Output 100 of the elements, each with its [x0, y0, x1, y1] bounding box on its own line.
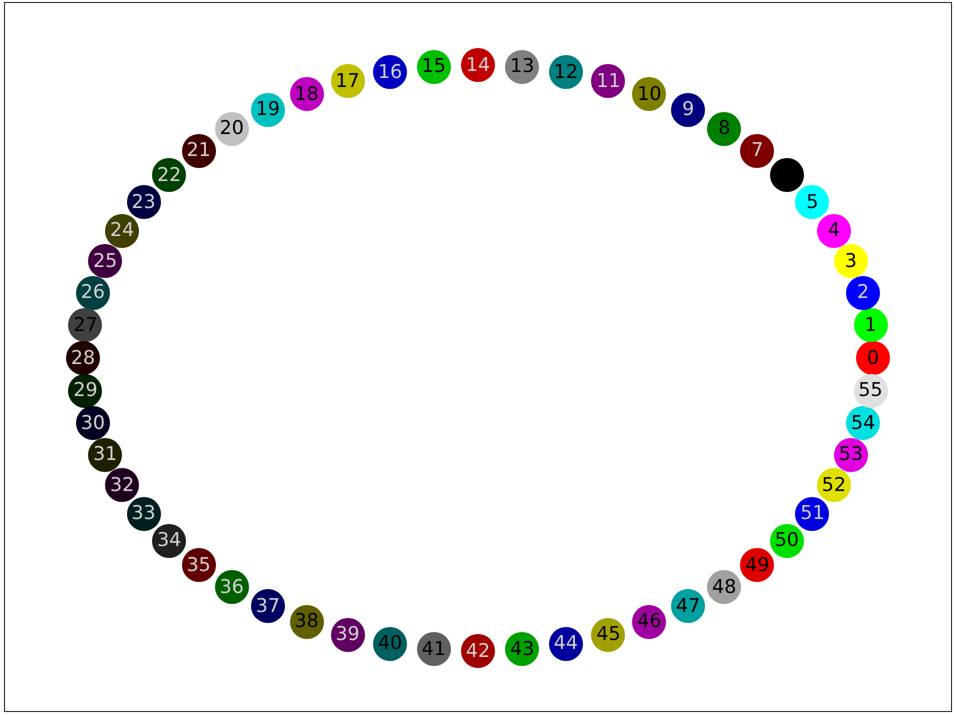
node-number: 50	[774, 531, 799, 550]
node-circle	[105, 468, 140, 502]
node-number: 43	[510, 640, 534, 659]
node-circle	[152, 524, 186, 558]
node-circle	[816, 214, 851, 248]
node-circle	[548, 55, 583, 90]
node-number: 24	[110, 221, 134, 240]
node-circle	[76, 276, 110, 310]
node-circle	[461, 48, 495, 82]
node-number: 39	[335, 625, 360, 644]
node-number: 2	[857, 283, 870, 302]
node-number: 54	[851, 414, 876, 433]
node-circle	[591, 618, 626, 652]
node-circle	[846, 406, 880, 440]
node-number: 8	[718, 119, 730, 138]
node-circle	[632, 604, 666, 639]
node-number: 9	[682, 100, 694, 120]
node-number: 5	[806, 192, 818, 212]
node-circle	[152, 158, 186, 192]
node-circle	[416, 50, 451, 84]
node-circle	[795, 185, 830, 220]
node-circle	[88, 244, 122, 278]
node-number: 37	[256, 596, 280, 616]
node-circle	[854, 374, 888, 408]
node-circle	[505, 632, 540, 666]
node-number: 45	[596, 625, 621, 644]
node-circle	[76, 406, 110, 440]
node-circle	[250, 589, 285, 624]
node-circle	[66, 341, 100, 375]
node-circle	[740, 548, 774, 582]
node-number: 12	[554, 62, 578, 82]
node-number: 36	[220, 578, 244, 597]
node-number: 14	[466, 56, 490, 74]
node-number: 33	[131, 504, 156, 524]
node-number: 38	[294, 612, 319, 632]
node-number: 25	[93, 252, 118, 271]
node-circle	[834, 438, 868, 472]
node-circle	[707, 112, 742, 146]
node-number: 20	[220, 119, 244, 138]
node-circle	[214, 570, 249, 604]
node-circle	[182, 548, 216, 582]
node-number: 49	[745, 556, 770, 575]
node-circle	[182, 134, 216, 168]
node-circle	[373, 55, 408, 90]
node-circle	[548, 626, 583, 661]
node-circle	[330, 64, 365, 98]
node-circle	[770, 158, 804, 192]
node-number: 15	[422, 57, 446, 76]
node-number: 55	[858, 381, 883, 400]
node-number: 10	[637, 84, 662, 104]
node-circle	[105, 214, 140, 248]
node-number: 26	[80, 283, 105, 302]
node-number: 35	[186, 556, 211, 575]
node-circle	[330, 618, 365, 652]
node-circle	[290, 77, 324, 112]
node-circle	[834, 244, 868, 278]
node-number: 22	[157, 166, 182, 185]
node-number: 47	[676, 596, 700, 616]
node-number: 4	[828, 221, 840, 240]
node-circle	[214, 112, 249, 146]
node-circle	[68, 308, 102, 342]
node-number: 32	[110, 476, 134, 495]
node-circle	[632, 77, 666, 112]
node-number: 1	[864, 316, 877, 335]
node-circle	[856, 341, 890, 375]
node-circle	[671, 92, 706, 127]
node-number: 11	[596, 72, 621, 91]
node-circle	[671, 589, 706, 624]
node-number: 52	[822, 476, 846, 495]
node-number: 48	[712, 578, 736, 597]
node-circle	[290, 604, 324, 639]
node-number: 30	[80, 414, 105, 433]
node-circle	[68, 374, 102, 408]
node-number: 41	[422, 640, 446, 659]
node-number: 53	[838, 445, 863, 464]
node-number: 17	[335, 72, 360, 91]
node-number: 27	[73, 316, 98, 335]
node-number: 3	[844, 252, 857, 271]
node-number: 40	[378, 634, 402, 654]
node-circle	[416, 632, 451, 666]
node-circle	[88, 438, 122, 472]
node-circle	[770, 524, 804, 558]
node-circle	[591, 64, 626, 98]
node-circle	[250, 92, 285, 127]
node-circle	[126, 496, 161, 531]
node-circle	[373, 626, 408, 661]
node-circle	[707, 570, 742, 604]
node-number: 46	[637, 612, 662, 632]
node-number: 34	[157, 531, 182, 550]
node-circle	[795, 496, 830, 531]
node-number: 44	[554, 634, 578, 654]
node-circle	[740, 134, 774, 168]
node-circle	[846, 276, 880, 310]
node-number: 7	[751, 141, 764, 160]
node-number: 13	[510, 57, 534, 76]
node-number: 16	[378, 62, 402, 82]
node-circle	[816, 468, 851, 502]
node-number: 51	[800, 504, 825, 524]
node-number: 19	[256, 100, 280, 120]
node-number: 42	[466, 642, 490, 660]
